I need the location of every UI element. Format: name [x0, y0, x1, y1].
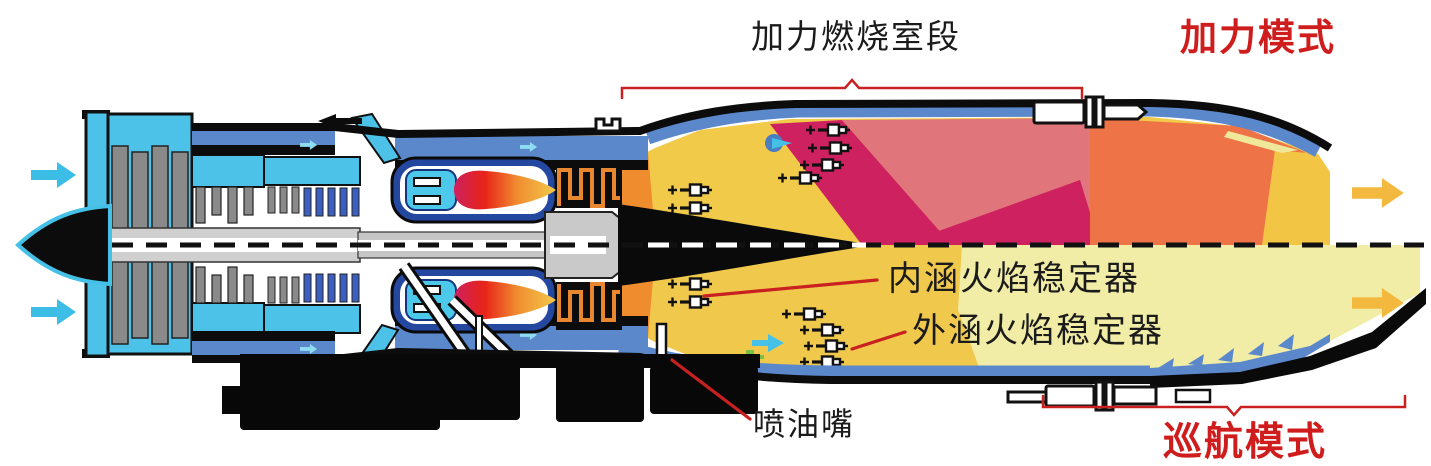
flame-crimson-wedge	[900, 180, 1100, 245]
lpc-duct-bottom	[191, 302, 265, 336]
inflow-speckle	[746, 350, 754, 355]
fuel-injector-leader-line	[670, 358, 752, 421]
lpc-duct-top	[191, 154, 265, 188]
casing-bottom-swoosh	[1150, 288, 1426, 388]
afterburner-mode-label: 加力模式	[1180, 16, 1336, 59]
combustor-flame-top	[454, 170, 556, 210]
lpc-blade-rows	[195, 186, 254, 304]
outer-stabilizer-leader-line	[850, 330, 907, 351]
bypass-inflow-arrow-top	[772, 138, 792, 149]
spinner-cone	[15, 203, 112, 287]
combustor-flame-bottom	[454, 280, 556, 320]
bypass-band-top-front	[192, 128, 335, 145]
hpc-duct-top	[263, 156, 361, 186]
inlet-arrow-bottom-icon	[31, 299, 76, 325]
bypass-band-bottom-front	[192, 341, 335, 358]
afterburner-section-bracket	[620, 78, 1084, 100]
inner-flame-stabilizer-label: 内涵火焰稳定器	[888, 259, 1140, 299]
bypass-duct	[192, 112, 648, 374]
afterburner-section	[618, 117, 1420, 371]
fan-blade-rows	[111, 145, 189, 345]
nozzle-actuator-bottom	[1006, 380, 1212, 412]
pale-sliver-top	[1224, 131, 1298, 153]
cruise-mode-bracket	[1041, 394, 1407, 417]
cruise-mode-label: 巡航模式	[1162, 420, 1328, 465]
annotations	[620, 78, 1407, 421]
flame-crimson-band	[770, 120, 952, 245]
combustor-top	[390, 156, 558, 224]
casing-vent-top	[594, 117, 622, 133]
flame-orange-region	[1090, 118, 1310, 245]
nozzle-actuator-top	[1032, 95, 1149, 129]
casing-bar	[192, 145, 335, 155]
turbine-blades-top	[557, 168, 620, 208]
turbine-disc-core	[550, 236, 606, 254]
cruise-flow-pale	[958, 245, 1420, 371]
bypass-inflow-arrow-bottom	[752, 334, 784, 352]
inner-stabilizer-leader-line	[702, 278, 879, 298]
liner-blue-top	[645, 103, 1322, 157]
exhaust-arrow-top-icon	[1352, 178, 1404, 208]
inflow-speckle	[757, 355, 764, 359]
turbine-blades-bottom	[557, 282, 620, 322]
liner-blue-bottom-rear	[1150, 334, 1330, 376]
casing-bar	[192, 331, 335, 341]
hpc-duct-bottom	[263, 304, 361, 334]
tail-cone	[618, 204, 874, 286]
outer-flame-stabilizer-label: 外涵火焰稳定器	[912, 311, 1164, 351]
afterburner-section-label: 加力燃烧室段	[751, 17, 961, 56]
hpc-blade-rows	[267, 186, 360, 304]
fuel-injector-label: 喷油嘴	[753, 405, 856, 443]
inlet-arrow-top-icon	[31, 162, 76, 188]
liner-sawtooth	[1158, 334, 1294, 370]
nozzle-exit-golden	[1262, 150, 1330, 245]
gearbox-silhouette	[222, 354, 760, 430]
casing-top	[192, 98, 1333, 152]
